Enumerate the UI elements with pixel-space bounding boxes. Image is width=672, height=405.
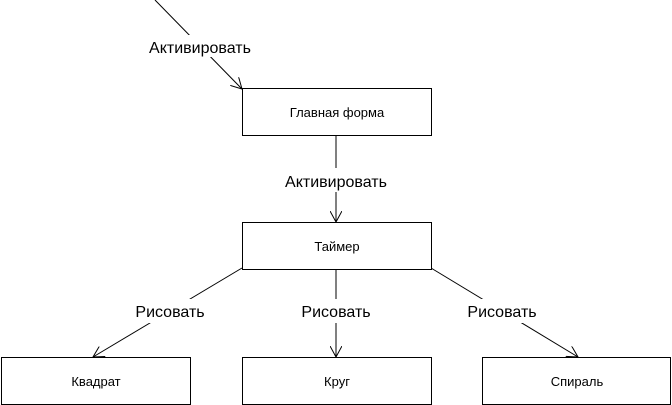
edge-label-draw: Рисовать xyxy=(135,304,204,321)
node-box xyxy=(242,357,432,405)
edge-timer-to-square: Рисовать xyxy=(93,267,243,357)
edge-label-bg xyxy=(462,299,542,323)
node-circle: Круг xyxy=(242,357,432,405)
edge-label-bg xyxy=(140,35,238,57)
edge-label-draw: Рисовать xyxy=(301,304,370,321)
node-label: Круг xyxy=(324,374,350,389)
node-label: Квадрат xyxy=(71,374,120,389)
node-label: Таймер xyxy=(314,239,359,254)
edge-label-bg xyxy=(130,299,210,323)
node-timer: Таймер xyxy=(242,222,432,270)
node-square: Квадрат xyxy=(1,357,191,405)
edge-label-activate: Активировать xyxy=(285,174,387,191)
node-box xyxy=(242,222,432,270)
edge-label-activate: Активировать xyxy=(149,40,251,57)
node-label: Главная форма xyxy=(290,105,385,120)
node-box xyxy=(482,357,671,405)
node-main-form: Главная форма xyxy=(242,88,432,136)
node-label: Спираль xyxy=(551,374,604,389)
edge-timer-to-circle: Рисовать xyxy=(296,270,376,357)
edge-label-bg xyxy=(275,168,397,192)
edge-entry-to-main-form: Активировать xyxy=(140,0,251,89)
node-spiral: Спираль xyxy=(482,357,671,405)
node-box xyxy=(1,357,191,405)
edge-timer-to-spiral: Рисовать xyxy=(430,267,578,357)
edge-label-draw: Рисовать xyxy=(467,304,536,321)
node-box xyxy=(242,88,432,136)
edge-main-form-to-timer: Активировать xyxy=(275,135,397,222)
edge-label-bg xyxy=(296,299,376,323)
